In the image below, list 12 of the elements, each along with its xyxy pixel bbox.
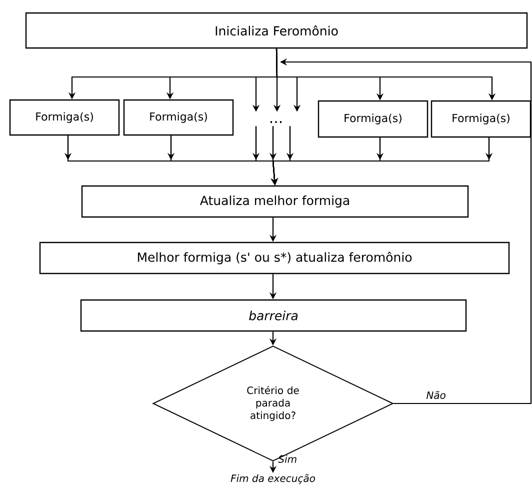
edge-label: Sim	[278, 455, 296, 463]
process-box: Formiga(s)	[123, 99, 234, 136]
process-box: Inicializa Feromônio	[25, 12, 528, 49]
end-text: Fim da execução	[230, 474, 315, 484]
process-box: Formiga(s)	[430, 100, 532, 138]
ellipsis-text: ...	[270, 121, 282, 123]
process-box: Atualiza melhor formiga	[81, 185, 469, 218]
process-box: Formiga(s)	[318, 100, 428, 138]
process-box: barreira	[80, 299, 467, 332]
process-box: Formiga(s)	[9, 99, 120, 136]
edge-label: Não	[426, 391, 446, 399]
process-box: Melhor formiga (s' ou s*) atualiza feromônio	[39, 242, 510, 274]
